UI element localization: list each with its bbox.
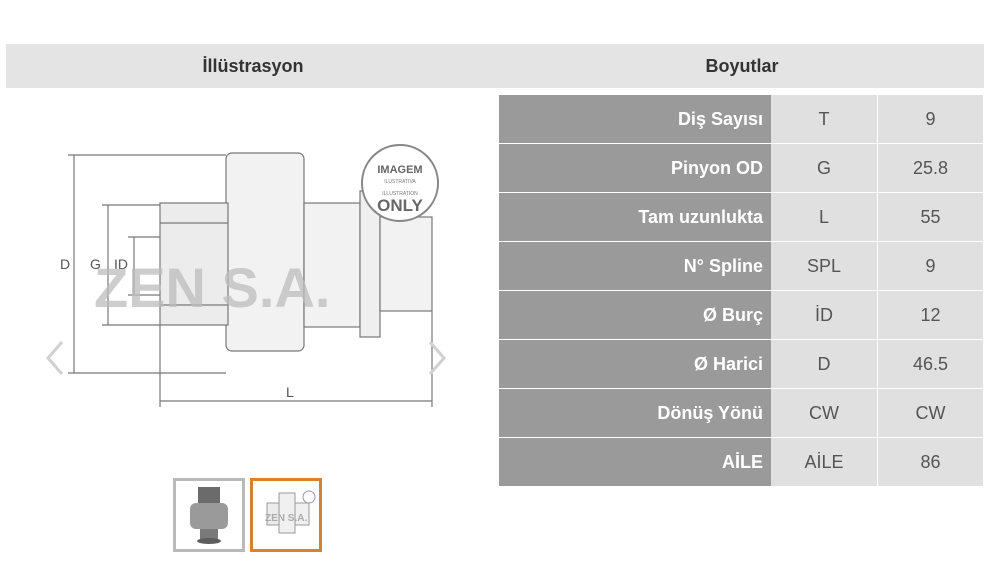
drawing-thumbnail-icon: ZEN S.A. [265, 490, 316, 534]
spec-code: G [771, 144, 878, 193]
spec-label: N° Spline [499, 242, 771, 291]
spec-code: SPL [771, 242, 878, 291]
spec-code: İD [771, 291, 878, 340]
illustrative-stamp: IMAGEM ILUSTRATIVA ILLUSTRATION ONLY [361, 144, 439, 222]
spec-value: 25.8 [878, 144, 983, 193]
thumb-watermark: ZEN S.A. [265, 513, 307, 524]
spec-code: T [771, 95, 878, 144]
stamp-sub-top-text: ILUSTRATIVA [384, 179, 416, 185]
starter-drive-photo-icon [190, 487, 228, 544]
table-row: Ø Harici D 46.5 [499, 340, 983, 389]
spec-label: Ø Harici [499, 340, 771, 389]
spec-value: 9 [878, 95, 983, 144]
stamp-sub-bottom-text: ILLUSTRATION [382, 191, 418, 197]
spec-value: 86 [878, 438, 983, 487]
spec-value: 12 [878, 291, 983, 340]
stamp-top-text: IMAGEM [377, 164, 422, 176]
table-row: Diş Sayısı T 9 [499, 95, 983, 144]
spec-label: Tam uzunlukta [499, 193, 771, 242]
technical-drawing: D G ID L ZEN S.A. IMAGEM ILUSTRATIVA ILL… [60, 144, 439, 407]
dimensions-table: Diş Sayısı T 9 Pinyon OD G 25.8 Tam uzun… [499, 95, 983, 487]
spec-code: L [771, 193, 878, 242]
table-row: Dönüş Yönü CW CW [499, 389, 983, 438]
chevron-left-icon[interactable] [44, 338, 68, 378]
stamp-bottom-text: ONLY [377, 196, 423, 215]
dim-label-id: ID [114, 256, 128, 272]
spec-value: CW [878, 389, 983, 438]
chevron-right-icon[interactable] [424, 338, 448, 378]
watermark-text: ZEN S.A. [94, 256, 330, 319]
section-header-bar: İllüstrasyon Boyutlar [6, 44, 984, 88]
table-row: AİLE AİLE 86 [499, 438, 983, 487]
dim-label-g: G [90, 256, 101, 272]
spec-label: AİLE [499, 438, 771, 487]
photo-thumbnail[interactable] [173, 478, 245, 552]
spec-code: CW [771, 389, 878, 438]
table-row: Pinyon OD G 25.8 [499, 144, 983, 193]
table-row: Ø Burç İD 12 [499, 291, 983, 340]
spec-value: 9 [878, 242, 983, 291]
spec-value: 55 [878, 193, 983, 242]
spec-label: Pinyon OD [499, 144, 771, 193]
thumbnail-strip: ZEN S.A. [173, 478, 322, 552]
illustration-heading: İllüstrasyon [202, 55, 304, 76]
dim-label-l: L [286, 384, 294, 400]
spec-label: Dönüş Yönü [499, 389, 771, 438]
table-row: Tam uzunlukta L 55 [499, 193, 983, 242]
spec-code: AİLE [771, 438, 878, 487]
spec-value: 46.5 [878, 340, 983, 389]
spec-label: Diş Sayısı [499, 95, 771, 144]
table-row: N° Spline SPL 9 [499, 242, 983, 291]
spec-label: Ø Burç [499, 291, 771, 340]
dimensions-heading: Boyutlar [705, 55, 779, 76]
dim-label-d: D [60, 256, 70, 272]
drawing-thumbnail[interactable]: ZEN S.A. [250, 478, 322, 552]
spec-code: D [771, 340, 878, 389]
